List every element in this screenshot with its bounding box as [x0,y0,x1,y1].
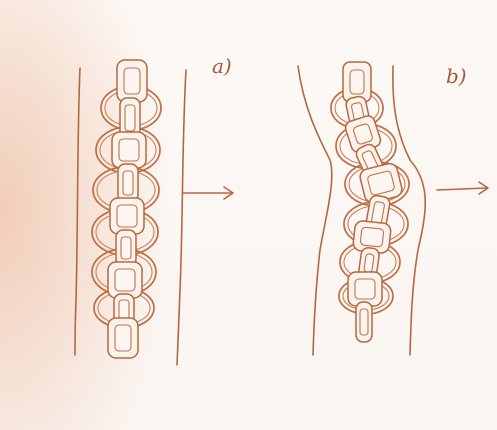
panel-b: b) [298,62,488,355]
panel-a-left-boundary [75,68,80,355]
panel-a-chain-links [108,60,147,358]
panel-b-force-arrow [437,182,488,194]
panel-a-label: a) [212,54,232,78]
panel-a-right-boundary [177,70,186,365]
panel-a: a) [75,54,233,365]
panel-b-label: b) [446,64,467,88]
panel-b-right-boundary [393,66,425,355]
panel-a-force-arrow [183,187,233,199]
panel-b-left-boundary [298,66,332,355]
